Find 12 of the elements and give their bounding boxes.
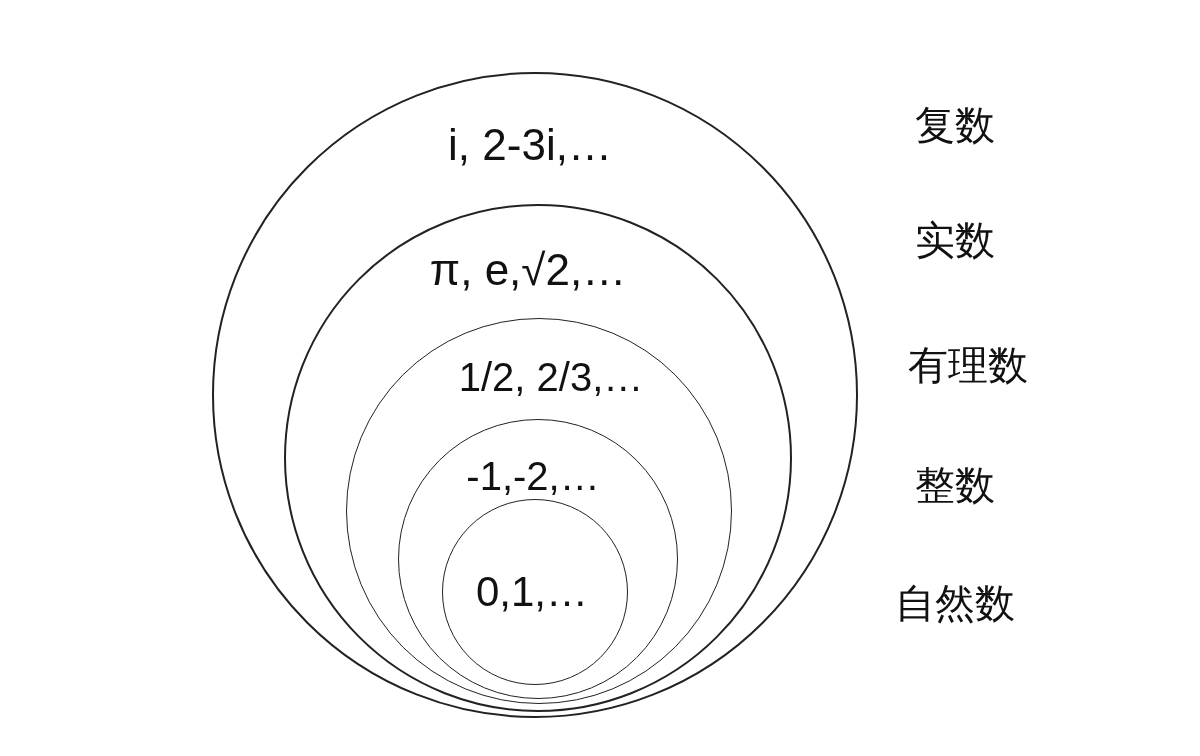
example-numbers: π, e,√2,… [429,248,627,292]
set-name: 复数 [915,105,995,145]
set-circle [212,72,858,718]
set-name: 有理数 [908,345,1028,385]
set-name: 自然数 [895,583,1015,623]
example-numbers: 0,1,… [475,571,589,613]
example-numbers: i, 2-3i,… [448,123,612,167]
set-name: 整数 [915,465,995,505]
example-numbers: -1,-2,… [466,456,600,496]
set-circle [284,204,792,712]
set-name: 实数 [915,220,995,260]
example-numbers: 1/2, 2/3,… [458,357,644,397]
